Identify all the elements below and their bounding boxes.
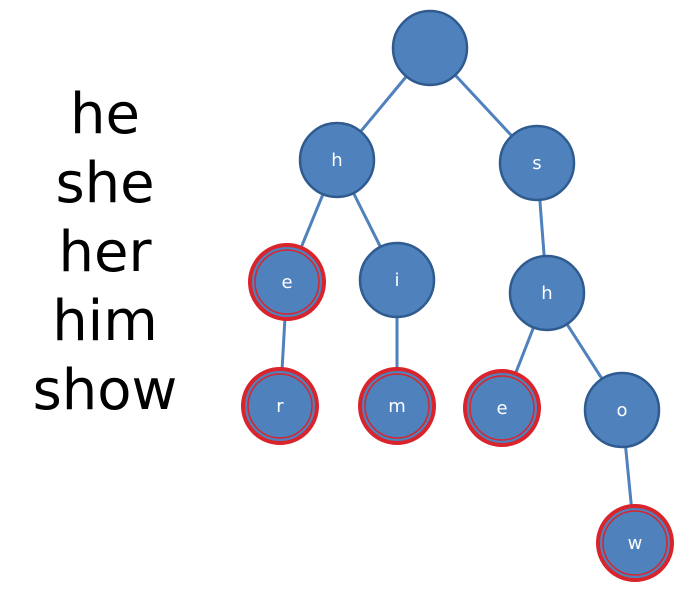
trie-node-she: e: [463, 369, 541, 447]
node-circle: [358, 241, 436, 319]
node-circle: [391, 9, 469, 87]
word-she: she: [55, 151, 155, 216]
word-her: her: [58, 220, 152, 285]
word-he: he: [70, 82, 140, 147]
trie-node-show: w: [596, 504, 674, 582]
trie-node-her: r: [241, 367, 319, 445]
node-label: m: [388, 396, 406, 417]
trie-node-hi: i: [358, 241, 436, 319]
trie-node-s: s: [498, 124, 576, 202]
node-label: e: [281, 272, 292, 293]
trie-node-him: m: [358, 367, 436, 445]
node-circle: [583, 371, 661, 449]
node-label: o: [616, 400, 627, 421]
node-circle: [498, 124, 576, 202]
trie-node-he: e: [248, 243, 326, 321]
node-label: w: [628, 533, 643, 554]
node-label: r: [276, 396, 284, 417]
word-list: he she her him show: [30, 80, 180, 425]
node-circle: [508, 254, 586, 332]
node-circle: [254, 249, 320, 315]
word-show: show: [32, 358, 178, 423]
node-circle: [602, 510, 668, 576]
node-label: h: [331, 150, 342, 171]
node-circle: [298, 121, 376, 199]
node-label: h: [541, 283, 552, 304]
node-circle: [247, 373, 313, 439]
word-him: him: [52, 289, 158, 354]
trie-node-sh: h: [508, 254, 586, 332]
node-circle: [469, 375, 535, 441]
trie-node-sho: o: [583, 371, 661, 449]
trie-node-h: h: [298, 121, 376, 199]
node-label: i: [394, 270, 399, 291]
node-circle: [364, 373, 430, 439]
node-label: e: [496, 398, 507, 419]
trie-node-root: [391, 9, 469, 87]
node-label: s: [532, 153, 541, 174]
